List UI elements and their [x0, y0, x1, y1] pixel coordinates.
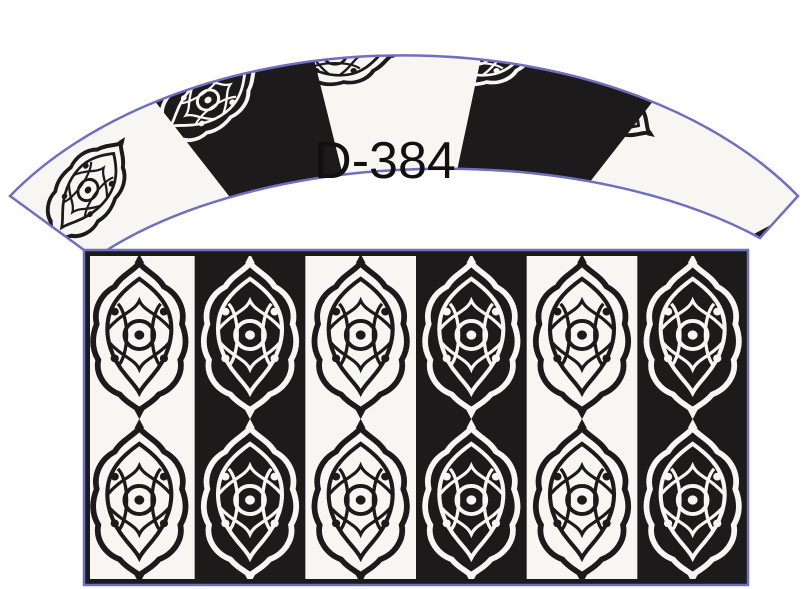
lower-frame-outline	[82, 248, 750, 587]
arch-panel-3	[278, 55, 513, 258]
arch-panel-4	[404, 55, 725, 258]
lower-frame	[84, 250, 749, 585]
arch-panel-2	[83, 55, 404, 258]
frame-border	[84, 250, 748, 585]
design-code-label: D-384	[314, 132, 456, 190]
arch-outline	[8, 54, 800, 260]
